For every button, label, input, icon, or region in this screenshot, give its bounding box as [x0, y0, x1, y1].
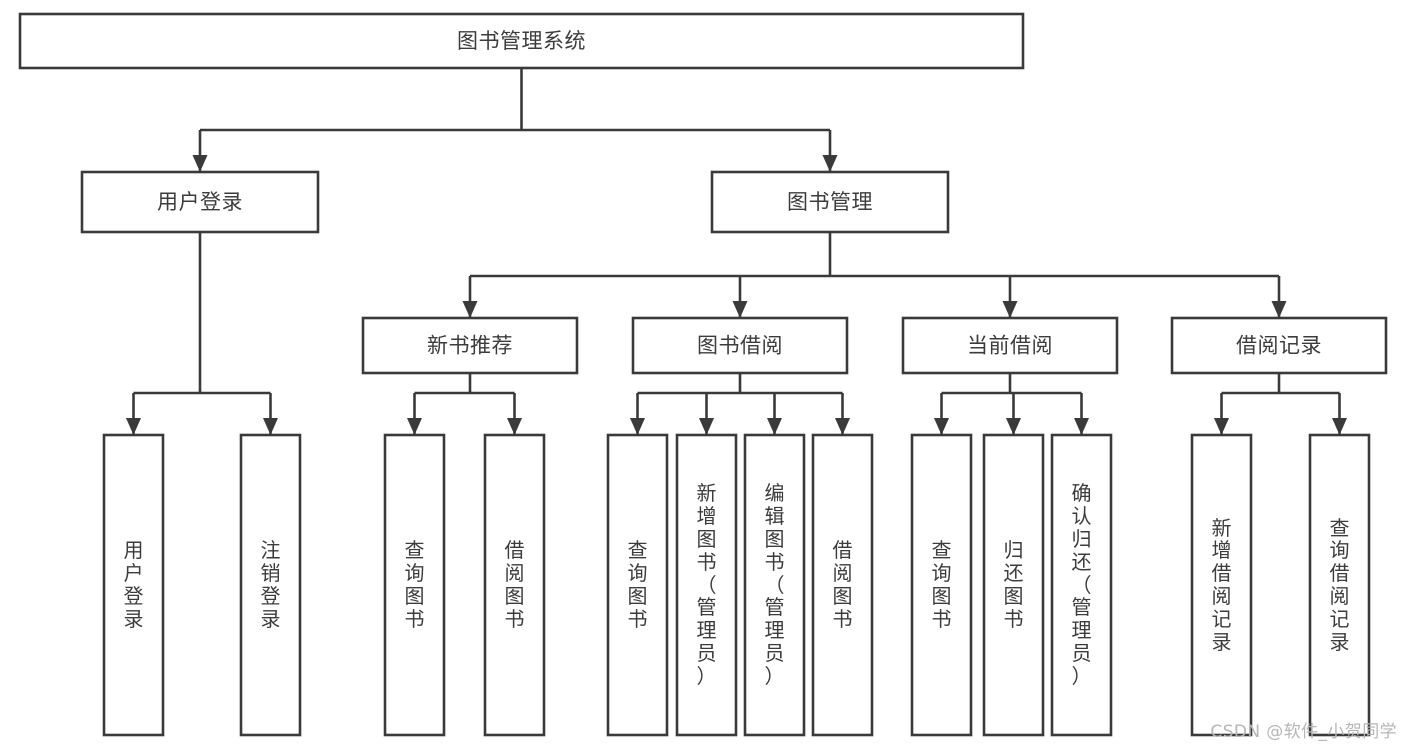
connector-group-borrow-record [1214, 373, 1347, 435]
connector-group-user-login [126, 232, 278, 435]
connector-layer [126, 68, 1347, 435]
arrow-head-icon [934, 418, 949, 435]
node-box-borrow-record[interactable] [1170, 316, 1388, 375]
arrow-head-icon [699, 418, 714, 435]
arrow-head-icon [732, 301, 748, 318]
arrow-head-icon [263, 418, 278, 435]
arrow-head-icon [1074, 418, 1089, 435]
connector-group-book-manage [462, 232, 1287, 318]
node-label-root: 图书管理系统 [457, 29, 586, 53]
connector-group-current-borrow [934, 373, 1089, 435]
node-box-layer [18, 12, 1388, 737]
node-box-leaf-rec-query-book[interactable] [383, 433, 446, 737]
node-box-leaf-bb-query-book[interactable] [606, 433, 669, 737]
arrow-head-icon [1271, 301, 1287, 318]
node-box-new-book-rec[interactable] [361, 316, 579, 375]
node-box-leaf-rec-borrow-book[interactable] [483, 433, 546, 737]
node-box-user-login[interactable] [80, 170, 320, 234]
arrow-head-icon [835, 418, 850, 435]
arrow-head-icon [407, 418, 422, 435]
csdn-watermark: CSDN @软件_小贺同学 [1210, 722, 1397, 742]
node-box-book-borrow[interactable] [631, 316, 849, 375]
node-box-root[interactable] [18, 12, 1025, 70]
node-label-borrow-record: 借阅记录 [1236, 334, 1322, 358]
node-box-leaf-br-query-record[interactable] [1308, 433, 1371, 737]
node-box-leaf-cb-query-book[interactable] [910, 433, 973, 737]
connector-group-new-book-rec [407, 373, 522, 435]
node-box-leaf-bb-borrow-book[interactable] [811, 433, 874, 737]
arrow-head-icon [192, 155, 208, 172]
node-box-leaf-user-logout[interactable] [239, 433, 302, 737]
arrow-head-icon [1006, 418, 1021, 435]
node-box-leaf-bb-edit-book[interactable] [743, 433, 806, 737]
node-box-leaf-bb-add-book[interactable] [675, 433, 738, 737]
node-label-user-login: 用户登录 [157, 190, 243, 214]
node-label-book-borrow: 图书借阅 [697, 334, 783, 358]
arrow-head-icon [1332, 418, 1347, 435]
connector-group-root [192, 68, 838, 172]
node-box-leaf-user-login[interactable] [102, 433, 165, 737]
node-box-leaf-br-add-record[interactable] [1190, 433, 1253, 737]
arrow-head-icon [767, 418, 782, 435]
node-box-book-manage[interactable] [710, 170, 950, 234]
node-box-leaf-cb-return-book[interactable] [982, 433, 1045, 737]
node-label-current-borrow: 当前借阅 [967, 334, 1053, 358]
arrow-head-icon [126, 418, 141, 435]
node-label-new-book-rec: 新书推荐 [427, 334, 513, 358]
arrow-head-icon [630, 418, 645, 435]
arrow-head-icon [507, 418, 522, 435]
arrow-head-icon [462, 301, 478, 318]
arrow-head-icon [822, 155, 838, 172]
arrow-head-icon [1214, 418, 1229, 435]
connector-group-book-borrow [630, 373, 850, 435]
node-box-current-borrow[interactable] [901, 316, 1119, 375]
node-box-leaf-cb-confirm-return[interactable] [1050, 433, 1113, 737]
node-label-book-manage: 图书管理 [787, 190, 873, 214]
arrow-head-icon [1002, 301, 1018, 318]
